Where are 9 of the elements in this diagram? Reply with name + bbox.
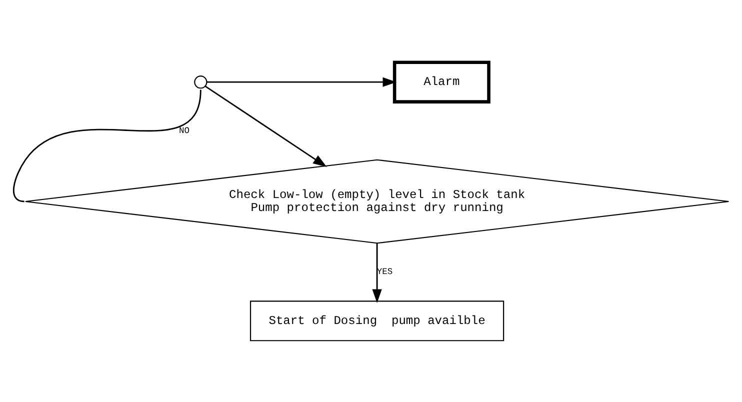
node-diamond: Check Low-low (empty) level in Stock tank Pump protection against dry running (24, 158, 730, 244)
arrow (206, 76, 397, 86)
node-box: Start of Dosing pump availble (250, 300, 504, 341)
node-box: Alarm (392, 60, 490, 103)
node-circle (194, 75, 208, 88)
edge-label: YES (376, 266, 393, 277)
edge-label: NO (178, 125, 190, 136)
arrow (372, 242, 382, 303)
arrow (205, 85, 327, 167)
